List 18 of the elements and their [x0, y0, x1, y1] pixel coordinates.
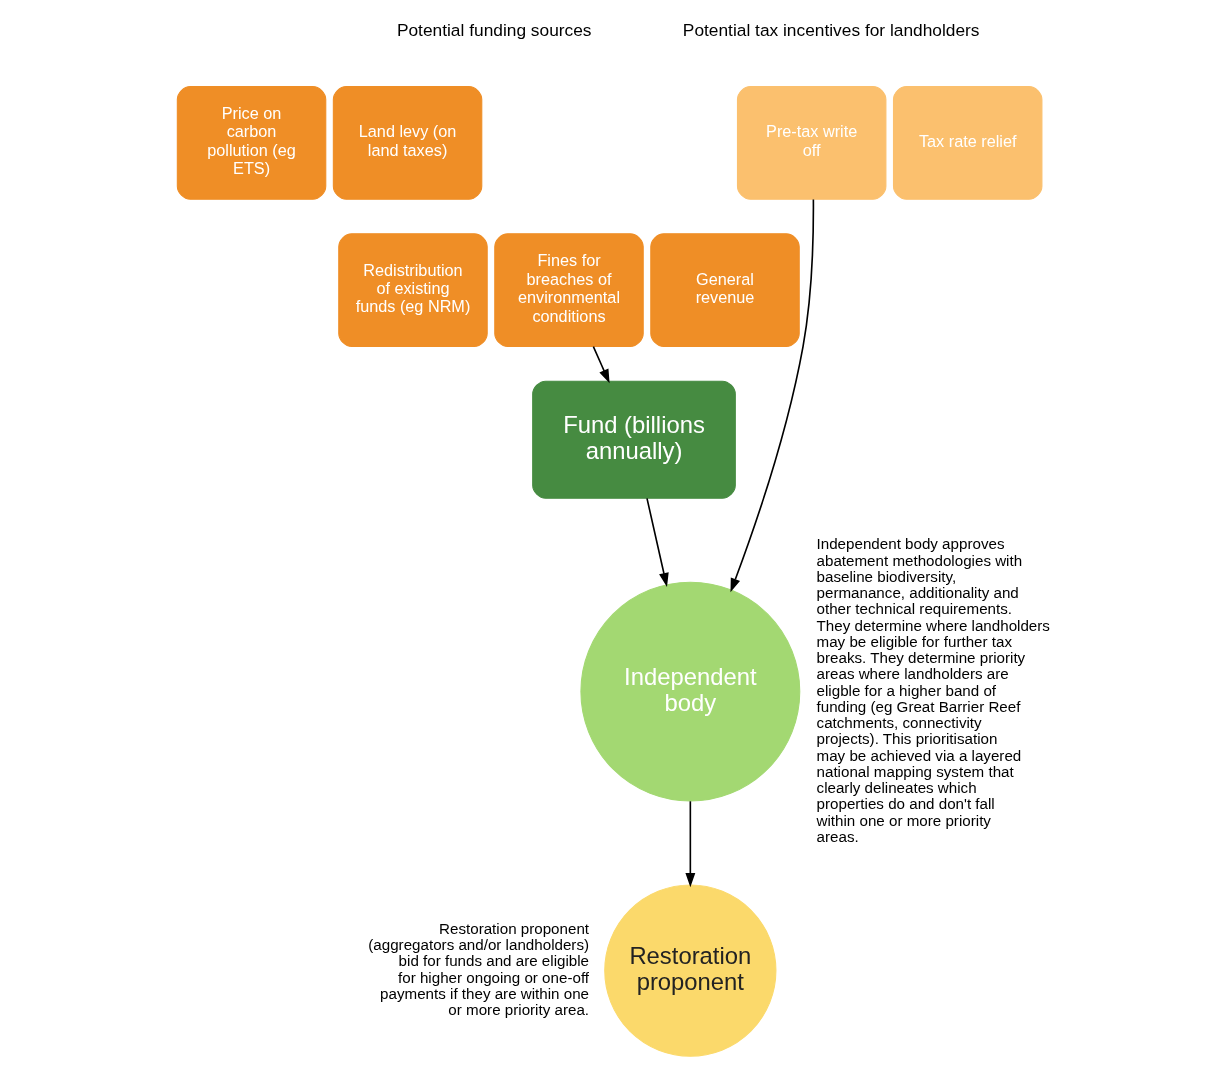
label: Potential funding sources [396, 20, 592, 41]
arrow [685, 800, 696, 888]
node-box: Tax rate relief [892, 85, 1043, 200]
node-box: Land levy (on land taxes) [332, 85, 483, 200]
node-label: Independent body approves abatement methodologies with baseline biodiversity, permanance, additionality and other technical requirements. They determine where landholders may be eligible for further tax breaks. They determine priority areas where landholders are eligble for a higher band of funding (eg Great Barrier Reef catchments, connectivity projects). This prioritisation may be achieved via a layered national mapping system that clearly delineates which properties do and don't fall within one or more priority areas. [816, 535, 1050, 845]
node-box: Pre-tax write off [736, 85, 887, 200]
node-box: Redistribution of existing funds (eg NRM) [338, 233, 488, 348]
label: Potential tax incentives for landholders [682, 20, 980, 41]
arrow [592, 345, 610, 384]
node-box: Price on carbon pollution (eg ETS) [176, 85, 327, 200]
node-box: General revenue [650, 233, 800, 348]
node-label: Restoration proponent (aggregators and/or landholders) bid for funds and are eligible for higher ongoing or one-off payments if they are within one or more priority area. [368, 919, 590, 1019]
node-circle: Independent body [580, 581, 801, 802]
arrow [730, 198, 815, 593]
node-box: Fund (billions annually) [532, 380, 736, 499]
node-box: Fines for breaches of environmental conditions [494, 233, 644, 348]
arrow [646, 497, 669, 588]
node-circle: Restoration proponent [604, 884, 777, 1057]
